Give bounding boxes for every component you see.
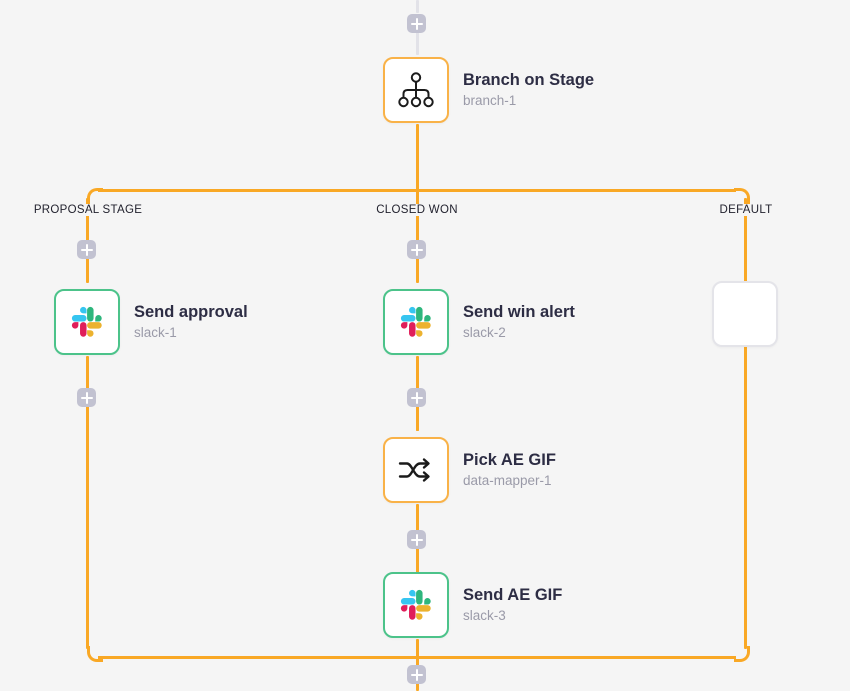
edge-split-corner-left — [87, 188, 103, 204]
node-text-group: Send win alert slack-2 — [463, 302, 575, 343]
node-subtitle: slack-2 — [463, 325, 506, 341]
edge-closed-b — [416, 409, 419, 431]
node-icon-container[interactable] — [383, 57, 449, 123]
node-subtitle: branch-1 — [463, 93, 517, 109]
add-step-button-closed-lower[interactable] — [407, 530, 426, 549]
add-step-button-top[interactable] — [407, 14, 426, 33]
edge-merge-corner-right — [734, 646, 750, 662]
node-icon-container[interactable] — [383, 289, 449, 355]
edge-proposal-bottom — [86, 409, 89, 649]
edge-default-top — [744, 198, 747, 288]
edge-merge-corner-left — [87, 646, 103, 662]
edge-branch-to-split — [416, 124, 419, 200]
slack-icon — [400, 306, 431, 337]
edge-merge-bar — [98, 656, 736, 659]
node-text-group: Pick AE GIF data-mapper-1 — [463, 450, 556, 491]
node-empty-placeholder[interactable] — [712, 281, 778, 347]
node-subtitle: slack-1 — [134, 325, 177, 341]
node-slack-1[interactable]: Send approval slack-1 — [54, 289, 248, 355]
branch-label-default: DEFAULT — [714, 204, 778, 216]
node-text-group: Send AE GIF slack-3 — [463, 585, 562, 626]
node-icon-container[interactable] — [383, 437, 449, 503]
node-title: Send approval — [134, 302, 248, 321]
node-branch-1[interactable]: Branch on Stage branch-1 — [383, 57, 594, 123]
node-text-group: Branch on Stage branch-1 — [463, 70, 594, 111]
node-slack-3[interactable]: Send AE GIF slack-3 — [383, 572, 562, 638]
node-subtitle: data-mapper-1 — [463, 473, 552, 489]
node-empty-default[interactable] — [712, 281, 778, 347]
node-title: Send win alert — [463, 302, 575, 321]
edge-canvas-top — [416, 0, 419, 13]
shuffle-icon — [398, 458, 430, 482]
edge-closed-merge — [416, 639, 419, 669]
edge-default-bottom — [744, 340, 747, 649]
edge-top-to-branch — [416, 32, 419, 55]
node-title: Branch on Stage — [463, 70, 595, 89]
edge-closed-d — [416, 549, 419, 573]
add-step-button-closed-upper[interactable] — [407, 240, 426, 259]
add-step-button-closed-mid[interactable] — [407, 388, 426, 407]
add-step-button-merge[interactable] — [407, 665, 426, 684]
branch-label-proposal-stage: PROPOSAL STAGE — [28, 204, 148, 216]
node-slack-2[interactable]: Send win alert slack-2 — [383, 289, 575, 355]
node-text-group: Send approval slack-1 — [134, 302, 248, 343]
node-subtitle: slack-3 — [463, 608, 506, 624]
add-step-button-proposal-lower[interactable] — [77, 388, 96, 407]
node-icon-container[interactable] — [54, 289, 120, 355]
add-step-button-proposal-upper[interactable] — [77, 240, 96, 259]
node-title: Pick AE GIF — [463, 450, 556, 469]
slack-icon — [400, 589, 431, 620]
edge-split-corner-right — [734, 188, 750, 204]
node-icon-container[interactable] — [383, 572, 449, 638]
branch-hierarchy-icon — [398, 72, 434, 108]
slack-icon — [71, 306, 102, 337]
node-data-mapper-1[interactable]: Pick AE GIF data-mapper-1 — [383, 437, 556, 503]
edge-canvas-bottom — [416, 681, 419, 691]
node-title: Send AE GIF — [463, 585, 563, 604]
branch-label-closed-won: CLOSED WON — [371, 204, 463, 216]
edge-split-bar — [98, 189, 736, 192]
